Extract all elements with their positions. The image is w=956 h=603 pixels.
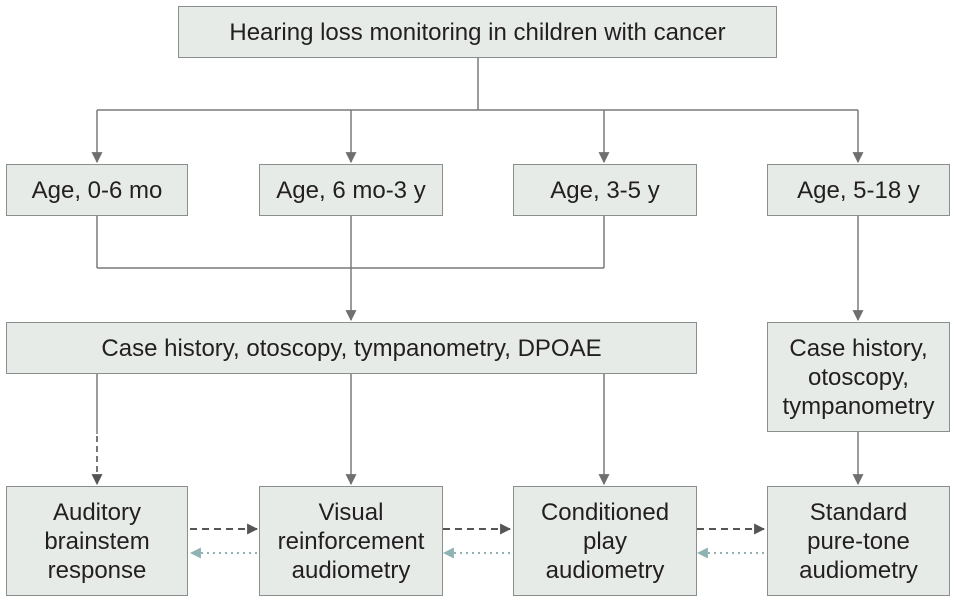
test-text: Visual reinforcement audiometry xyxy=(277,498,425,584)
age-label: Age, 3-5 y xyxy=(550,176,660,204)
age-box-3-5y: Age, 3-5 y xyxy=(513,164,697,216)
age-label: Age, 6 mo-3 y xyxy=(276,176,426,204)
test-text: Conditioned play audiometry xyxy=(540,498,670,584)
age-label: Age, 5-18 y xyxy=(797,176,920,204)
test-text: Auditory brainstem response xyxy=(44,498,150,584)
age-box-6mo-3y: Age, 6 mo-3 y xyxy=(259,164,443,216)
screening-text: Case history, otoscopy, tympanometry xyxy=(782,334,935,420)
title-box: Hearing loss monitoring in children with… xyxy=(178,6,777,58)
test-box-vra: Visual reinforcement audiometry xyxy=(259,486,443,596)
age-box-5-18y: Age, 5-18 y xyxy=(767,164,950,216)
screening-text: Case history, otoscopy, tympanometry, DP… xyxy=(101,334,602,362)
age-box-0-6mo: Age, 0-6 mo xyxy=(6,164,188,216)
age-label: Age, 0-6 mo xyxy=(31,176,163,204)
test-box-pta: Standard pure-tone audiometry xyxy=(767,486,950,596)
test-box-cpa: Conditioned play audiometry xyxy=(513,486,697,596)
title-text: Hearing loss monitoring in children with… xyxy=(229,18,726,46)
test-box-abr: Auditory brainstem response xyxy=(6,486,188,596)
screening-box-young: Case history, otoscopy, tympanometry, DP… xyxy=(6,322,697,374)
screening-box-older: Case history, otoscopy, tympanometry xyxy=(767,322,950,432)
test-text: Standard pure-tone audiometry xyxy=(799,498,918,584)
